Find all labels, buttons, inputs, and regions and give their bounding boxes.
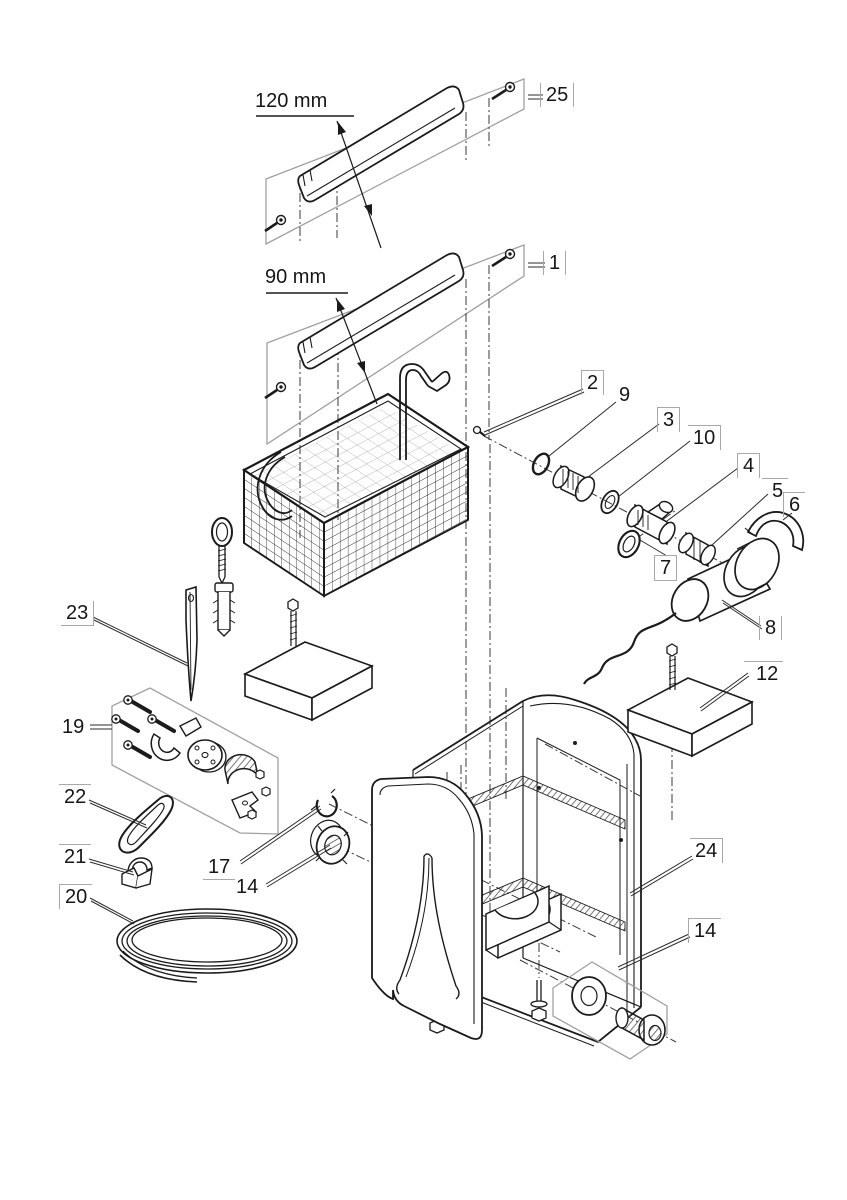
foam-block-12 bbox=[626, 677, 754, 758]
callout-14-bottom: 14 bbox=[688, 918, 722, 943]
pump-uvc-unit bbox=[583, 537, 780, 685]
nuts bbox=[247, 769, 271, 820]
callout-25: 25 bbox=[540, 83, 575, 107]
callout-6: 6 bbox=[783, 492, 806, 517]
callout-17: 17 bbox=[203, 855, 236, 880]
callout-12: 12 bbox=[744, 661, 784, 686]
hose-coil bbox=[116, 908, 298, 983]
callout-22: 22 bbox=[59, 784, 92, 809]
callout-19: 19 bbox=[62, 716, 85, 738]
power-cable bbox=[583, 612, 677, 685]
basket-handle-left bbox=[256, 451, 293, 521]
cap-nut bbox=[617, 529, 641, 559]
dimension-arrow-120mm bbox=[256, 115, 382, 249]
foam-block-center bbox=[243, 641, 374, 722]
t-fitting bbox=[626, 500, 676, 546]
callout-9: 9 bbox=[619, 384, 631, 406]
rotor-clamp-kit bbox=[111, 687, 279, 835]
wall-rosette bbox=[310, 819, 351, 865]
clamp-shell bbox=[150, 732, 181, 762]
panel-cutout bbox=[396, 853, 460, 1000]
block-screw-12 bbox=[666, 643, 678, 690]
basket-screw bbox=[472, 425, 486, 437]
dimension-arrow-90mm bbox=[266, 292, 378, 405]
front-panel bbox=[371, 776, 483, 1040]
threaded-flange bbox=[615, 1006, 666, 1046]
block-screw bbox=[287, 598, 299, 646]
rotor-disc bbox=[187, 739, 227, 773]
o-ring bbox=[531, 452, 551, 476]
pipe-saddle-bracket bbox=[485, 884, 562, 960]
wall-anchor bbox=[212, 582, 236, 637]
callout-8: 8 bbox=[759, 616, 783, 640]
retaining-ring bbox=[600, 489, 620, 515]
dimension-label-90mm: 90 mm bbox=[265, 266, 327, 288]
filter-basket bbox=[241, 363, 486, 598]
callout-1: 1 bbox=[543, 251, 567, 275]
screw-icon bbox=[264, 381, 287, 400]
callout-4: 4 bbox=[737, 453, 761, 478]
cover-lid-90mm bbox=[297, 252, 465, 370]
callout-21: 21 bbox=[59, 844, 92, 869]
outlet-fitting-group bbox=[552, 961, 668, 1060]
threaded-fitting bbox=[552, 464, 596, 502]
callout-20: 20 bbox=[59, 884, 93, 909]
hose-bend bbox=[744, 511, 805, 552]
screw-icon bbox=[264, 214, 287, 233]
screw-icon bbox=[491, 81, 516, 101]
coupling-sleeve bbox=[678, 531, 716, 568]
callout-23: 23 bbox=[61, 601, 95, 626]
eye-screw bbox=[211, 517, 233, 585]
callout-10: 10 bbox=[688, 425, 722, 450]
c-clip bbox=[310, 788, 338, 818]
callout-2: 2 bbox=[581, 370, 605, 395]
callout-3: 3 bbox=[657, 407, 681, 432]
retainer-loop bbox=[118, 795, 174, 854]
ground-stake bbox=[185, 585, 198, 702]
screw-icon bbox=[491, 248, 516, 268]
callout-7: 7 bbox=[654, 555, 678, 581]
screws bbox=[111, 695, 176, 759]
lid-screws bbox=[264, 81, 516, 400]
dimension-label-120mm: 120 mm bbox=[255, 90, 328, 112]
leader-lines bbox=[88, 94, 793, 971]
saddle-piece bbox=[224, 753, 259, 785]
coupling-piece bbox=[179, 717, 202, 737]
cover-lid-120mm bbox=[297, 85, 465, 203]
basket-handle-back bbox=[399, 363, 451, 460]
callout-24: 24 bbox=[690, 838, 724, 863]
callout-5: 5 bbox=[762, 478, 789, 503]
gasket-washer bbox=[571, 976, 607, 1016]
callout-14-left: 14 bbox=[236, 876, 259, 898]
